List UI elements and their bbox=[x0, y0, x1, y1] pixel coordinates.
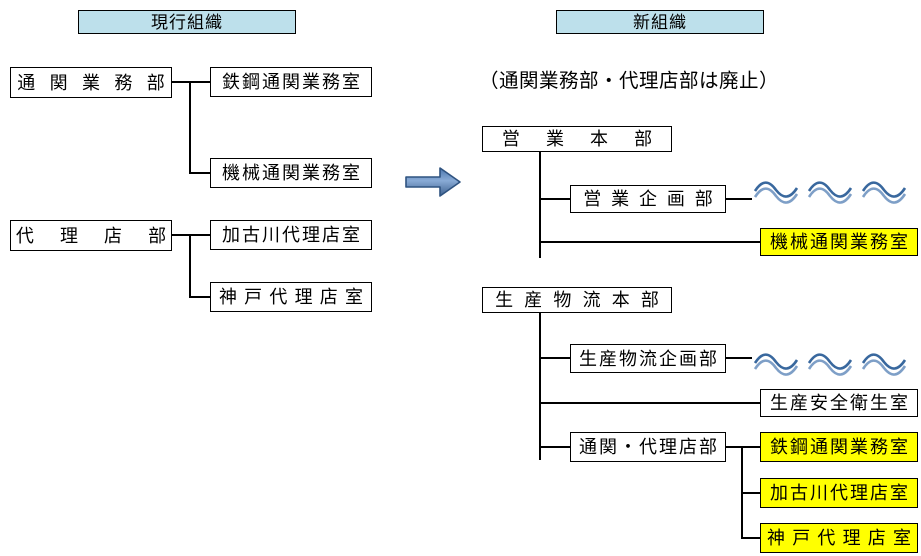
org-box-customs-dept: 通関業務部 bbox=[10, 67, 172, 98]
connector-line bbox=[539, 198, 570, 200]
wave-icon bbox=[861, 181, 907, 204]
connector-line bbox=[539, 446, 570, 448]
connector-line bbox=[172, 81, 210, 83]
new-org-header: 新組織 bbox=[556, 10, 764, 34]
wave-ellipsis-row bbox=[753, 348, 907, 378]
connector-line bbox=[741, 537, 760, 539]
org-box-customs-agency-dept: 通関・代理店部 bbox=[570, 432, 726, 462]
org-box-machinery-customs-office-new: 機械通関業務室 bbox=[760, 228, 918, 256]
org-box-production-safety-health-office: 生産安全衛生室 bbox=[760, 389, 918, 417]
connector-line bbox=[539, 402, 760, 404]
wave-ellipsis-row bbox=[753, 176, 907, 206]
connector-line bbox=[539, 313, 541, 460]
current-org-header: 現行組織 bbox=[78, 10, 296, 34]
connector-line bbox=[539, 241, 760, 243]
connector-line bbox=[172, 234, 210, 236]
wave-icon bbox=[753, 181, 799, 204]
org-box-kobe-agency-office: 神戸代理店室 bbox=[210, 282, 372, 312]
org-box-kobe-agency-office-new: 神戸代理店室 bbox=[760, 523, 918, 553]
connector-line bbox=[726, 357, 752, 359]
wave-icon bbox=[753, 353, 799, 376]
abolition-note: （通関業務部・代理店部は廃止） bbox=[479, 70, 780, 92]
wave-icon bbox=[807, 181, 853, 204]
transition-arrow-icon bbox=[403, 164, 463, 205]
wave-icon bbox=[861, 353, 907, 376]
wave-icon bbox=[807, 353, 853, 376]
org-box-agency-dept: 代理店部 bbox=[10, 220, 172, 251]
org-box-machinery-customs-office: 機械通関業務室 bbox=[210, 158, 372, 188]
connector-line bbox=[189, 234, 191, 298]
org-box-production-logistics-planning-dept: 生産物流企画部 bbox=[570, 344, 726, 373]
connector-line bbox=[189, 81, 191, 174]
org-box-production-logistics-hq: 生産物流本部 bbox=[482, 287, 672, 313]
connector-line bbox=[189, 296, 210, 298]
org-box-kakogawa-agency-office: 加古川代理店室 bbox=[210, 220, 372, 250]
connector-line bbox=[726, 198, 752, 200]
connector-line bbox=[189, 172, 210, 174]
connector-line bbox=[741, 492, 760, 494]
org-box-steel-customs-office: 鉄鋼通関業務室 bbox=[210, 67, 372, 97]
org-box-sales-planning-dept: 営業企画部 bbox=[570, 185, 726, 213]
connector-line bbox=[539, 152, 541, 258]
org-box-steel-customs-office-new: 鉄鋼通関業務室 bbox=[760, 432, 918, 462]
connector-line bbox=[726, 446, 760, 448]
org-box-kakogawa-agency-office-new: 加古川代理店室 bbox=[760, 478, 918, 508]
org-box-sales-hq: 営業本部 bbox=[482, 126, 672, 152]
connector-line bbox=[539, 357, 570, 359]
